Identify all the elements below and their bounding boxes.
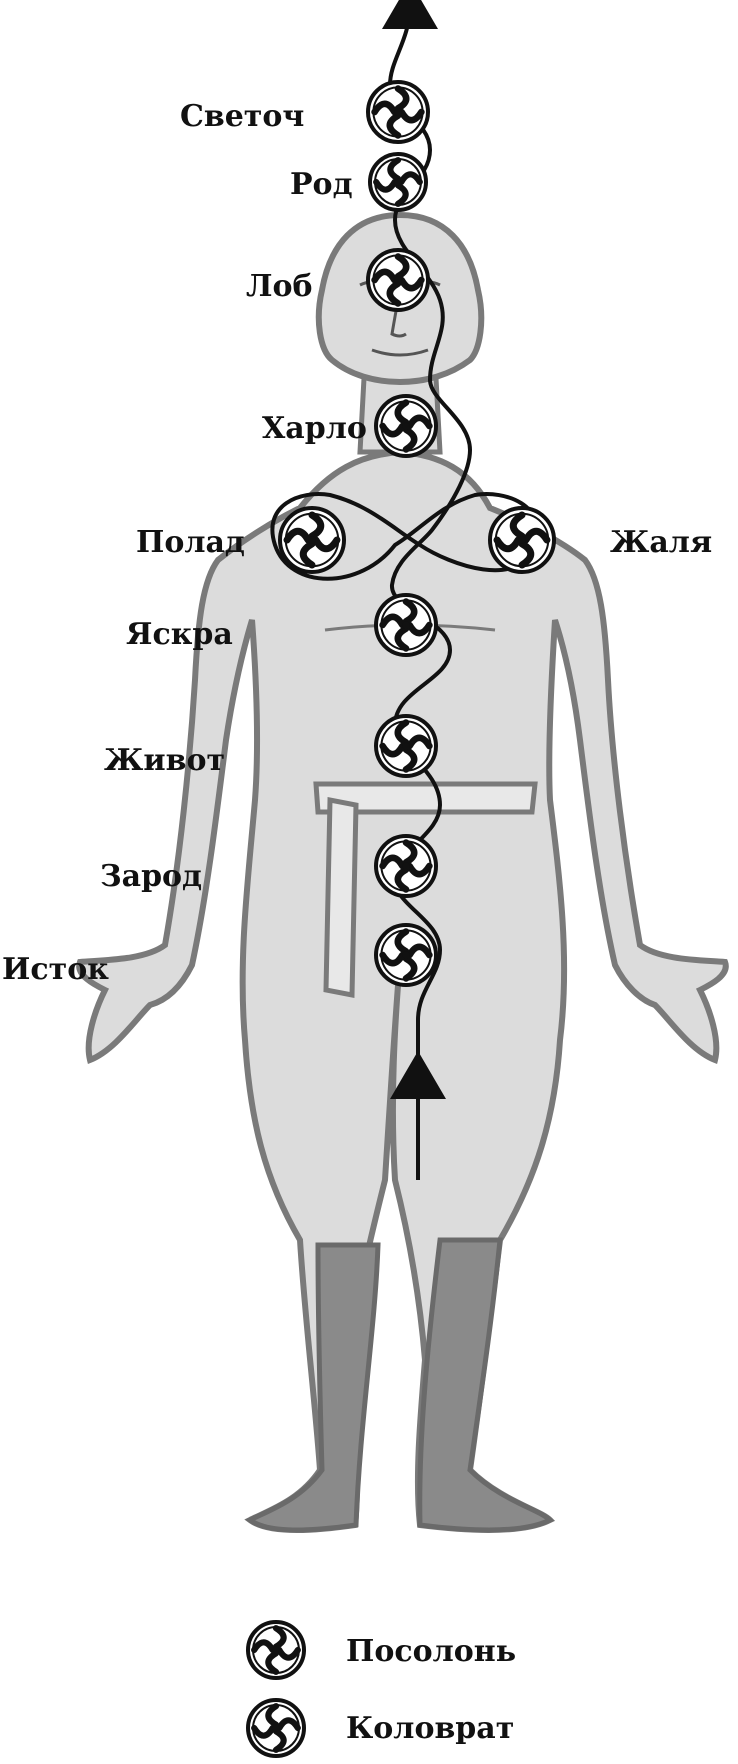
legend-label-kolovrat: Коловрат xyxy=(346,1711,515,1746)
chakra-symbol-4 xyxy=(278,506,346,574)
chakra-label-harlo: Харло xyxy=(262,411,367,446)
chakra-symbol-8 xyxy=(374,834,438,898)
chakra-label-lob: Лоб xyxy=(246,269,313,304)
chakra-symbol-7 xyxy=(374,714,438,778)
chakra-label-yaskra: Яскра xyxy=(126,617,233,652)
chakra-label-zhalya: Жаля xyxy=(610,525,713,560)
chakra-label-zarod: Зарод xyxy=(100,859,203,894)
chakra-label-zhivot: Живот xyxy=(104,743,226,778)
legend-symbols xyxy=(246,1620,306,1758)
chakra-symbol-3 xyxy=(374,394,438,458)
figure-boot-right xyxy=(417,1237,555,1533)
chakra-symbol-9 xyxy=(374,923,438,987)
chakra-label-svetoch: Светоч xyxy=(180,99,305,134)
chakra-symbol-5 xyxy=(488,506,556,574)
figure-boot-left xyxy=(245,1242,381,1533)
chakra-symbol-1 xyxy=(368,152,428,212)
chakra-label-istok: Исток xyxy=(2,952,109,987)
legend-label-posolon: Посолонь xyxy=(346,1634,517,1669)
chakra-label-polad: Полад xyxy=(136,525,245,560)
chakra-symbol-6 xyxy=(374,593,438,657)
chakra-symbols xyxy=(278,80,556,987)
chakra-symbol-0 xyxy=(366,80,430,144)
legend-symbol-kolovrat xyxy=(246,1698,306,1758)
energy-loop xyxy=(270,492,540,581)
figure-body xyxy=(76,448,729,1533)
belt-tassel xyxy=(323,796,359,999)
figure-belt xyxy=(313,781,538,815)
chakra-symbol-2 xyxy=(366,248,430,312)
legend-symbol-posolon xyxy=(246,1620,306,1680)
chakra-label-rod: Род xyxy=(290,167,353,202)
